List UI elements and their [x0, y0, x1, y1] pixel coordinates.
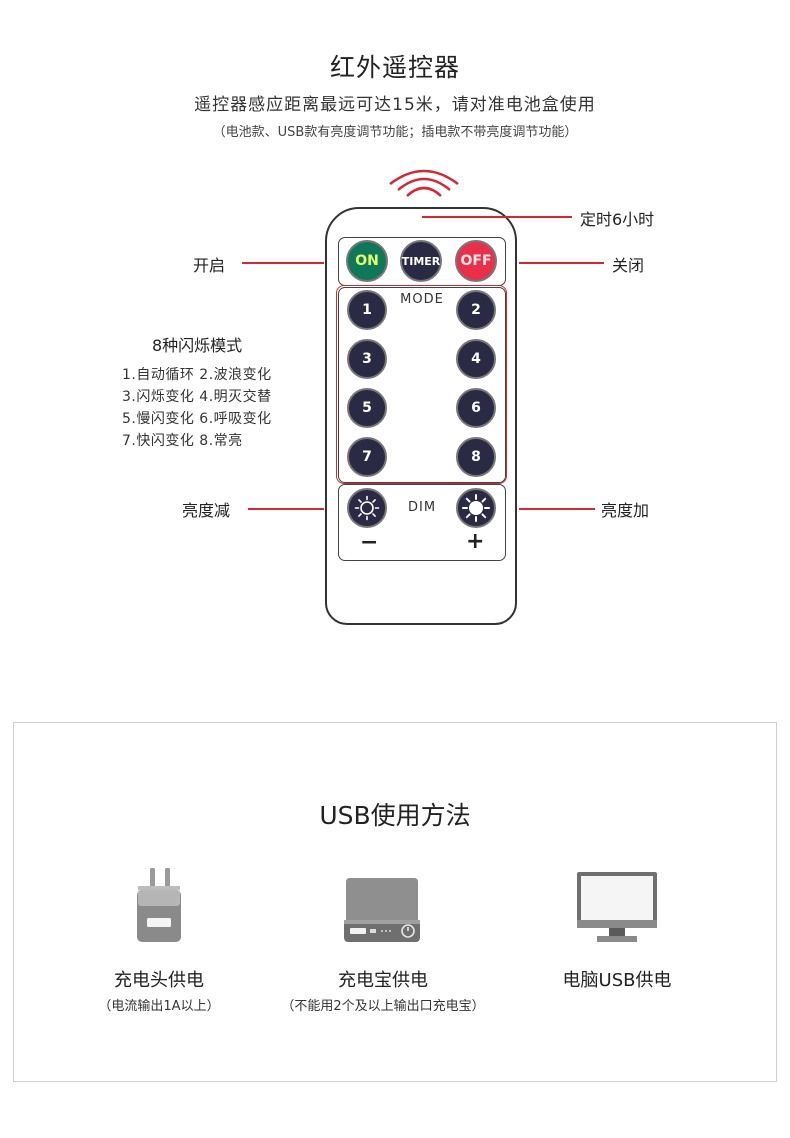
mode-button-5[interactable]: 5: [347, 388, 387, 428]
off-button[interactable]: OFF: [455, 240, 497, 282]
brightness-high-icon: [462, 494, 490, 522]
page-subtitle: 遥控器感应距离最远可达15米，请对准电池盒使用: [194, 95, 596, 115]
mode-button-4[interactable]: 4: [456, 339, 496, 379]
dim-down-button[interactable]: [347, 488, 387, 528]
mode-button-2[interactable]: 2: [456, 290, 496, 330]
dim-up-callout-line: [519, 508, 595, 510]
mode-button-7[interactable]: 7: [347, 437, 387, 477]
modes-line-4: 7.快闪变化 8.常亮: [122, 433, 243, 449]
timer-button[interactable]: TIMER: [400, 240, 442, 282]
dim-up-button[interactable]: [456, 488, 496, 528]
dim-down-callout-label: 亮度减: [182, 501, 231, 520]
on-callout-label: 开启: [193, 256, 226, 275]
on-button[interactable]: ON: [346, 240, 388, 282]
ir-signal-icon: [389, 169, 459, 197]
device-note-charger: （电流输出1A以上）: [98, 999, 220, 1014]
mode-button-6[interactable]: 6: [456, 388, 496, 428]
on-callout-line: [242, 262, 324, 264]
charger-icon: [137, 868, 181, 942]
modes-line-3: 5.慢闪变化 6.呼吸变化: [122, 411, 272, 427]
modes-line-2: 3.闪烁变化 4.明灭交替: [122, 389, 272, 405]
mode-label: MODE: [400, 292, 444, 307]
page-title: 红外遥控器: [329, 53, 460, 82]
dim-label: DIM: [407, 500, 437, 515]
mode-button-8[interactable]: 8: [456, 437, 496, 477]
device-label-charger: 充电头供电: [114, 970, 204, 991]
off-callout-line: [519, 262, 604, 264]
device-note-power-bank: （不能用2个及以上输出口充电宝）: [281, 999, 485, 1014]
dim-button-group: [338, 484, 506, 561]
modes-line-1: 1.自动循环 2.波浪变化: [122, 367, 272, 383]
page-note: （电池款、USB款有亮度调节功能；插电款不带亮度调节功能）: [212, 125, 578, 140]
timer-callout-line: [422, 216, 572, 218]
brightness-low-icon: [354, 495, 380, 521]
usb-title: USB使用方法: [319, 801, 471, 830]
dim-down-callout-line: [248, 508, 324, 510]
mode-button-1[interactable]: 1: [347, 290, 387, 330]
monitor-icon: [577, 872, 657, 942]
mode-button-3[interactable]: 3: [347, 339, 387, 379]
off-callout-label: 关闭: [612, 256, 645, 275]
plus-sign: +: [466, 529, 485, 554]
minus-sign: −: [360, 530, 379, 555]
device-label-computer: 电脑USB供电: [562, 970, 672, 991]
device-label-power-bank: 充电宝供电: [338, 970, 428, 991]
dim-up-callout-label: 亮度加: [601, 501, 650, 520]
modes-title: 8种闪烁模式: [152, 336, 243, 355]
mode-highlight: [336, 285, 507, 484]
power-bank-icon: [344, 878, 420, 942]
timer-callout-label: 定时6小时: [580, 210, 655, 229]
mode-button-group: [338, 287, 506, 483]
